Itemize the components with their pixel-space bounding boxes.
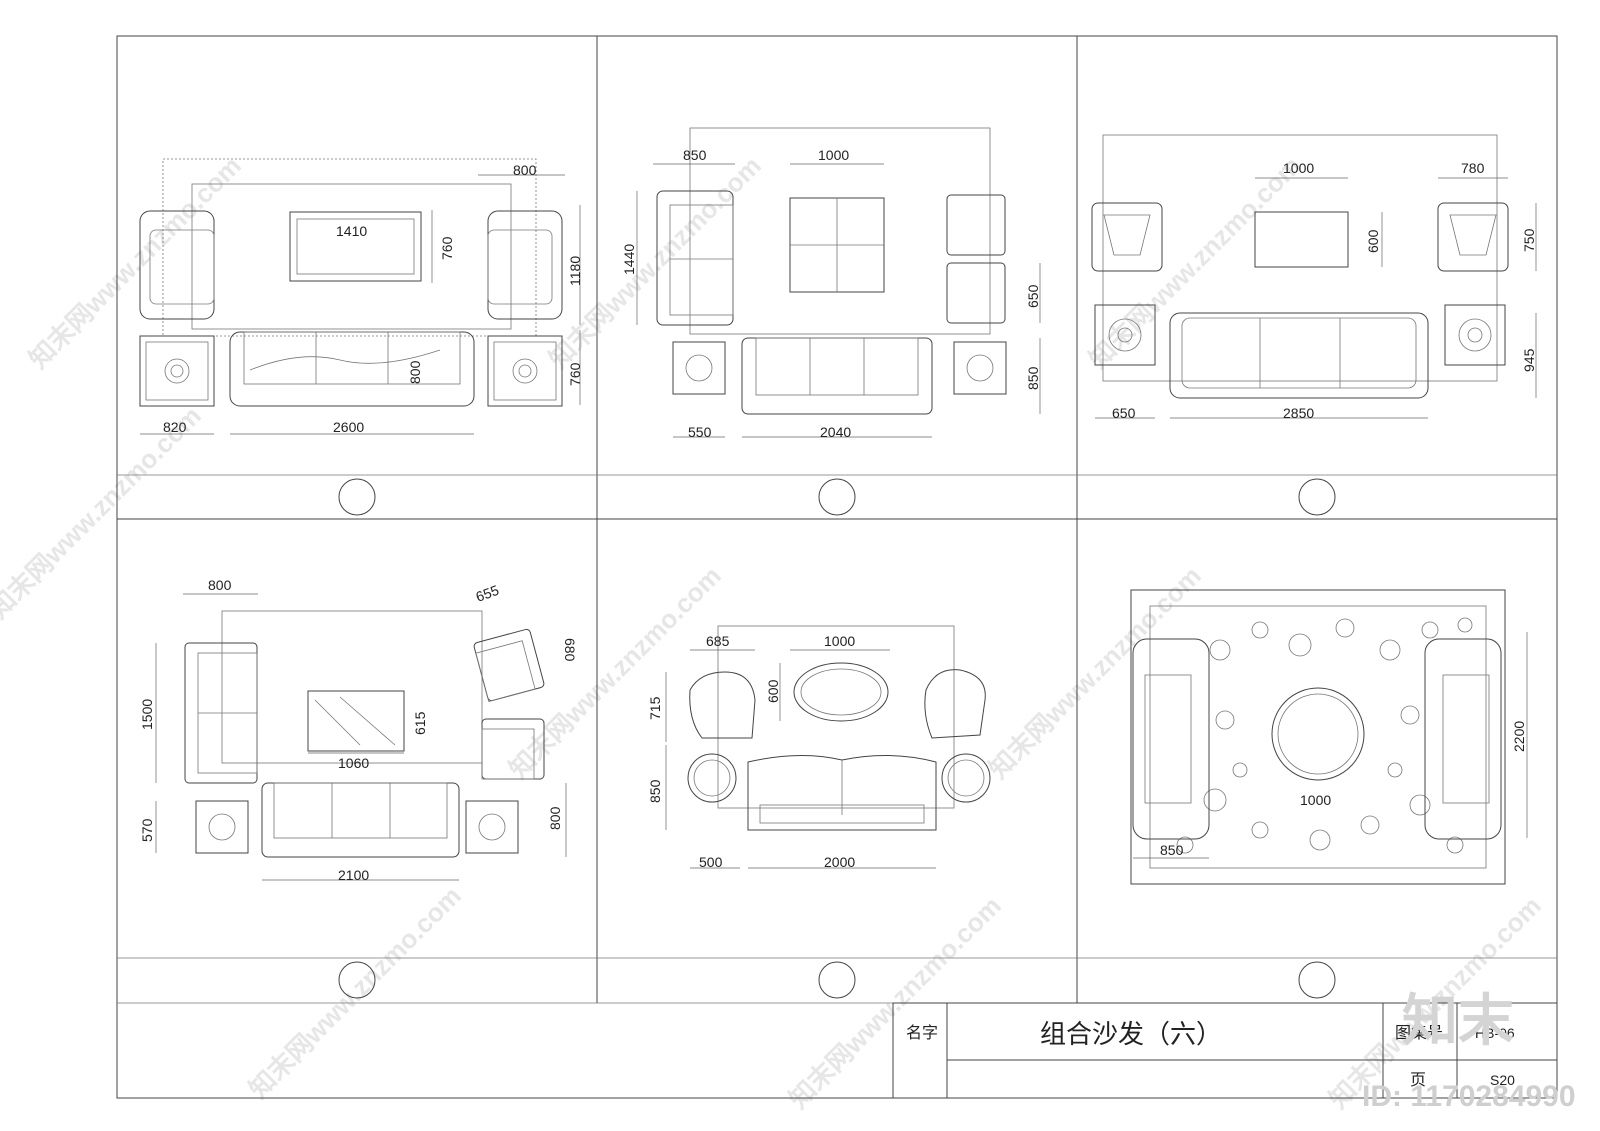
page-label: 页 [1410,1072,1426,1089]
armchair [924,669,986,739]
rug-pattern [1176,617,1473,854]
dim-label: 1000 [824,633,855,649]
title-block: 名字 组合沙发（六） 图集号 HB-06 页 S20 [892,1002,1558,1099]
dim-label: 800 [513,162,537,178]
side-table [1094,304,1156,366]
dim-label: 850 [1025,366,1041,390]
dim-label: 650 [1025,284,1041,308]
dim-label: 800 [208,577,232,593]
dim-label: 800 [547,806,563,830]
dim-label: 650 [1112,405,1136,421]
armchair [1091,202,1163,272]
armchair [1424,638,1502,840]
dim-label: 2000 [824,854,855,870]
armchair [1132,638,1210,840]
side-table [195,800,249,854]
sheet-frame [116,35,1558,1099]
three-seat-sofa [741,337,933,415]
dim-label: 2600 [333,419,364,435]
ottoman [946,262,1006,324]
dim-label: 800 [407,360,423,384]
dim-label: 680 [562,638,578,662]
watermark-layer: 知末网www.znzmo.com 知末网www.znzmo.com 知末网www… [0,150,1547,1114]
dim-label: 715 [647,696,663,720]
dim-label: 820 [163,419,187,435]
dim-label: 1000 [1283,160,1314,176]
dim-label: 615 [412,711,428,735]
dim-label: 655 [474,582,502,605]
panel-3-sofa-plan: 1000 780 600 750 945 650 2850 [1091,134,1537,421]
side-table [672,341,726,395]
side-table [953,341,1007,395]
dim-label: 2100 [338,867,369,883]
watermark-text: 知末网www.znzmo.com [243,880,467,1104]
page-value: S20 [1490,1072,1515,1088]
dim-label: 780 [1461,160,1485,176]
dim-label: 850 [647,779,663,803]
side-table [687,753,737,803]
dim-label: 850 [683,147,707,163]
armchair [487,210,563,320]
dim-label: 685 [706,633,730,649]
watermark-logo: 知末 [1402,989,1514,1052]
sheet-title: 组合沙发（六） [1040,1019,1222,1049]
dim-label: 1000 [1300,792,1331,808]
dim-label: 945 [1521,348,1537,372]
dim-label: 2040 [820,424,851,440]
coffee-table [793,662,889,722]
atlas-value: HB-06 [1475,1025,1515,1041]
armchair [473,628,545,702]
dim-label: 570 [139,818,155,842]
three-seat-sofa [261,782,460,858]
rug [1130,589,1506,885]
coffee-table [289,211,422,282]
coffee-table [307,690,405,752]
dim-label: 760 [439,236,455,260]
dim-label: 1180 [567,256,583,286]
watermark-text: 知末网www.znzmo.com [983,560,1207,784]
watermark-text: 知末网www.znzmo.com [503,560,727,784]
three-seat-sofa [1169,312,1429,399]
ottoman [946,194,1006,256]
side-table [1444,304,1506,366]
dim-label: 1500 [139,699,155,730]
dim-label: 850 [1160,842,1184,858]
panel-1-sofa-plan: 800 1410 760 1180 800 760 820 2600 [139,158,583,435]
panel-number-circles [338,478,1336,999]
watermark-text: 知末网www.znzmo.com [783,890,1007,1114]
side-table [487,335,563,407]
three-seat-sofa [747,755,937,831]
round-table [1271,687,1365,781]
dim-label: 600 [765,679,781,703]
coffee-table [1254,211,1349,268]
dim-label: 1440 [621,244,637,275]
armchair [689,671,756,739]
dim-label: 2850 [1283,405,1314,421]
watermark-text: 知末网www.znzmo.com [1083,150,1307,374]
side-table [465,800,519,854]
dim-label: 2200 [1511,721,1527,752]
panel-4-sofa-plan: 800 655 680 1500 615 1060 570 800 2100 [139,577,578,883]
dim-label: 1060 [338,755,369,771]
name-label: 名字 [906,1024,938,1042]
three-seat-sofa [229,331,475,407]
atlas-label: 图集号 [1395,1024,1443,1042]
dim-label: 550 [688,424,712,440]
dim-label: 1000 [818,147,849,163]
side-table [139,335,215,407]
watermark-badge: 知末 ID: 1170284990 [1362,989,1576,1113]
watermark-id: ID: 1170284990 [1362,1080,1576,1113]
side-table [941,753,991,803]
dim-label: 750 [1521,228,1537,252]
dim-label: 1410 [336,223,367,239]
panel-6-sofa-plan: 2200 1000 850 [1130,589,1528,885]
dim-label: 600 [1365,229,1381,253]
armchair [1437,202,1509,272]
panel-2-sofa-plan: 850 1000 1440 650 850 550 2040 [621,127,1041,440]
dim-label: 500 [699,854,723,870]
dim-label: 760 [567,362,583,386]
panel-5-sofa-plan: 685 1000 600 715 850 500 2000 [647,625,991,870]
